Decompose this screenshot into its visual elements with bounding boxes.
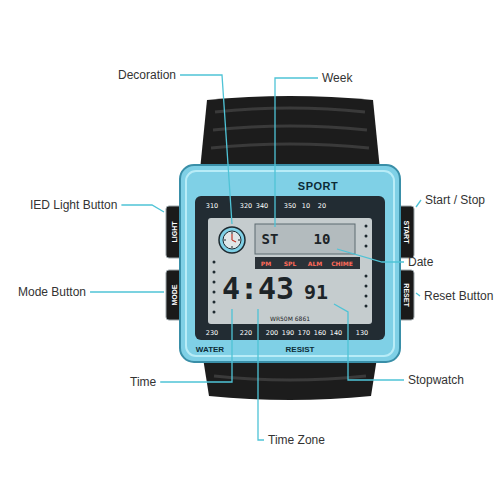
callout-label: Time: [130, 375, 156, 389]
callout-label: Time Zone: [268, 433, 325, 447]
callout-label: Reset Button: [424, 289, 493, 303]
decoration-dial: [219, 227, 245, 253]
leader-line: [121, 205, 164, 212]
leader-line: [416, 200, 421, 207]
lcd-dots: [213, 225, 368, 314]
bezel-number: 170: [298, 329, 310, 337]
leader-line: [90, 291, 164, 292]
callout-label: Start / Stop: [425, 193, 485, 207]
bezel-number: 130: [356, 329, 368, 337]
indicator-text: PM: [261, 260, 271, 267]
model-print: WR50M 6861: [270, 315, 310, 322]
callout-label: Decoration: [118, 68, 176, 82]
lcd-screen: [208, 218, 372, 324]
bezel-number: 160: [314, 329, 326, 337]
leader-line: [160, 309, 232, 382]
button-print: START: [403, 221, 410, 244]
callout-label: IED Light Button: [30, 198, 117, 212]
leader-line: [275, 78, 318, 227]
leader-line: [180, 75, 232, 224]
callout-label: Week: [322, 71, 352, 85]
bezel-number: 230: [206, 329, 218, 337]
indicator-text: ALM: [308, 260, 322, 267]
bezel: [195, 196, 385, 340]
leader-line: [258, 309, 264, 440]
case-print: SPORT: [298, 180, 338, 192]
leader-line: [334, 304, 404, 380]
leader-line: [416, 293, 420, 296]
seconds-readout: 91: [304, 280, 328, 304]
button-print: MODE: [171, 285, 178, 306]
bezel-number: 320: [240, 202, 252, 210]
case-print: WATER: [196, 345, 224, 354]
button-print: LIGHT: [171, 222, 178, 243]
bezel-number: 200: [266, 329, 278, 337]
indicator-strip: [255, 257, 360, 269]
bezel-number: 190: [282, 329, 294, 337]
bezel-number: 310: [206, 202, 218, 210]
strap-bottom: [203, 358, 377, 400]
button-print: RESET: [403, 283, 410, 306]
case-highlight: [186, 171, 394, 356]
bezel-number: 140: [330, 329, 342, 337]
callout-label: Mode Button: [18, 285, 86, 299]
watch-case: [180, 165, 400, 362]
case-print: RESIST: [286, 345, 315, 354]
bezel-number: 10: [302, 202, 310, 210]
strap-groove: [211, 108, 369, 148]
time-readout: 4:43: [222, 271, 294, 306]
date-readout: 10: [314, 231, 331, 247]
indicator-text: SPL: [284, 260, 297, 267]
callout-label: Stopwatch: [408, 373, 464, 387]
callout-label: Date: [408, 255, 433, 269]
bezel-number: 340: [256, 202, 268, 210]
bezel-number: 220: [240, 329, 252, 337]
strap-groove: [214, 376, 366, 380]
week-readout: ST: [262, 231, 279, 247]
bezel-number: 350: [284, 202, 296, 210]
indicator-text: CHIME: [331, 260, 353, 267]
bezel-number: 20: [318, 202, 326, 210]
